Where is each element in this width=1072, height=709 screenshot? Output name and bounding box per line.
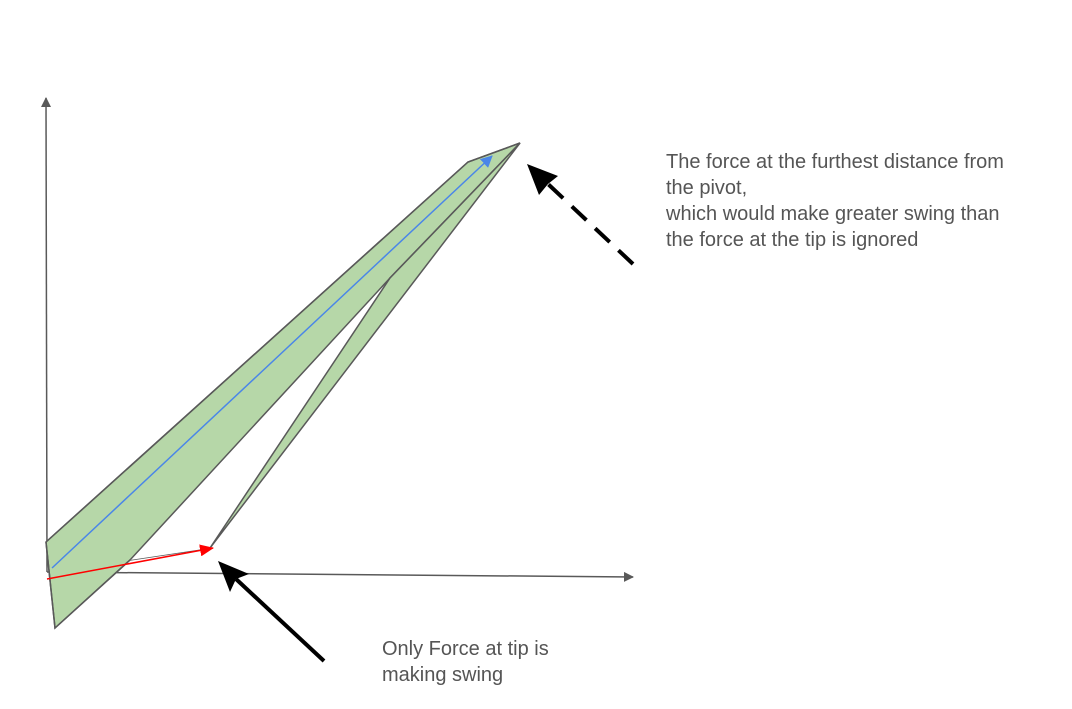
dashed-callout-arrow (546, 182, 635, 266)
annotation-line: the pivot, (666, 177, 748, 199)
swing-shape-main (45, 142, 521, 630)
annotation-line: Only Force at tip is (382, 638, 549, 660)
x-axis (46, 571, 634, 582)
furthest-force-vector (51, 155, 493, 569)
furthest-force-annotation: The force at the furthest distance from … (666, 149, 1004, 253)
dashed-callout-arrowhead (527, 164, 558, 195)
annotation-line: making swing (382, 664, 504, 686)
annotation-line: which would make greater swing than (666, 203, 1000, 225)
annotation-line: The force at the furthest distance from (666, 151, 1004, 173)
solid-callout-arrow (234, 577, 326, 663)
annotation-line: the force at the tip is ignored (666, 229, 919, 251)
tip-force-vector (46, 544, 214, 580)
tip-force-annotation: Only Force at tip is making swing (382, 636, 549, 688)
y-axis (41, 97, 52, 573)
swing-arm-thin (209, 142, 521, 549)
solid-callout-arrowhead (218, 561, 249, 592)
